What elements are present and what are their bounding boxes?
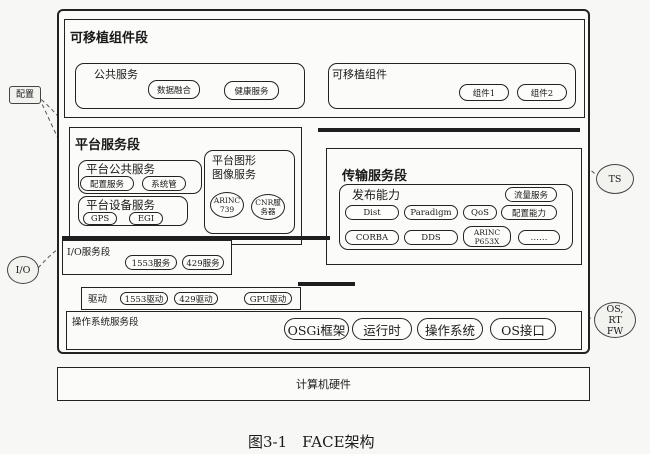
- component-1-box: 组件1: [459, 84, 509, 101]
- config-external: 配置: [9, 86, 41, 104]
- system-mgmt-box: 系统管: [142, 176, 186, 191]
- osgi-framework-box: OSGi框架: [284, 318, 349, 340]
- arinc-739-box: ARINC 739: [210, 192, 244, 218]
- operating-system-box: 操作系统: [417, 318, 483, 340]
- left-transport-bar: [62, 236, 330, 240]
- ts-external: TS: [596, 164, 634, 194]
- graphics-label-line1: 平台图形: [212, 154, 256, 167]
- dist-box: Dist: [345, 205, 399, 220]
- 429-driver-box: 429驱动: [174, 292, 218, 305]
- cnr-server-box: CNR服务器: [251, 194, 285, 220]
- component-2-box: 组件2: [517, 84, 567, 101]
- computer-hardware-box: 计算机硬件: [57, 367, 590, 401]
- os-segment-title: 操作系统服务段: [72, 317, 139, 328]
- io-segment-title: I/O服务段: [67, 247, 111, 258]
- gps-box: GPS: [83, 212, 117, 225]
- publish-capability-label: 发布能力: [352, 188, 401, 202]
- os-rt-fw-external: OS, RT FW: [594, 302, 636, 338]
- 1553-driver-box: 1553驱动: [120, 292, 168, 305]
- runtime-box: 运行时: [352, 318, 412, 340]
- graphics-label-line2: 图像服务: [212, 168, 256, 181]
- egi-box: EGI: [129, 212, 163, 225]
- gpu-driver-box: GPU驱动: [244, 292, 292, 305]
- portable-components-label: 可移植组件: [332, 68, 387, 81]
- 1553-service-box: 1553服务: [125, 255, 177, 270]
- transport-segment-title: 传输服务段: [342, 169, 408, 184]
- config-capability-box: 配置能力: [501, 205, 557, 220]
- ellipsis-box: ……: [518, 230, 560, 245]
- graphics-services-box: [204, 150, 295, 234]
- figure-caption: 图3-1 FACE架构: [248, 433, 375, 451]
- corba-box: CORBA: [345, 230, 399, 245]
- health-service-box: 健康服务: [224, 81, 279, 100]
- data-fusion-box: 数据融合: [148, 80, 200, 99]
- 429-service-box: 429服务: [182, 255, 224, 270]
- drivers-title: 驱动: [88, 294, 108, 305]
- computer-hardware-label: 计算机硬件: [296, 378, 351, 391]
- arinc-p653x-box: ARINC P653X: [463, 226, 511, 247]
- public-services-label: 公共服务: [94, 68, 138, 81]
- config-service-box: 配置服务: [80, 176, 134, 191]
- io-external: I/O: [7, 256, 39, 284]
- qos-box: QoS: [463, 205, 497, 220]
- os-interface-box: OS接口: [490, 318, 556, 340]
- paradigm-box: Paradigm: [404, 205, 458, 220]
- upper-transport-bar: [318, 128, 580, 132]
- stream-service-box: 流量服务: [505, 187, 557, 202]
- platform-segment-title: 平台服务段: [75, 138, 141, 153]
- platform-common-services-label: 平台公共服务: [86, 162, 155, 176]
- portable-segment-title: 可移植组件段: [70, 31, 149, 46]
- lower-transport-bar: [298, 282, 355, 286]
- dds-box: DDS: [404, 230, 458, 245]
- platform-device-services-label: 平台设备服务: [86, 198, 155, 212]
